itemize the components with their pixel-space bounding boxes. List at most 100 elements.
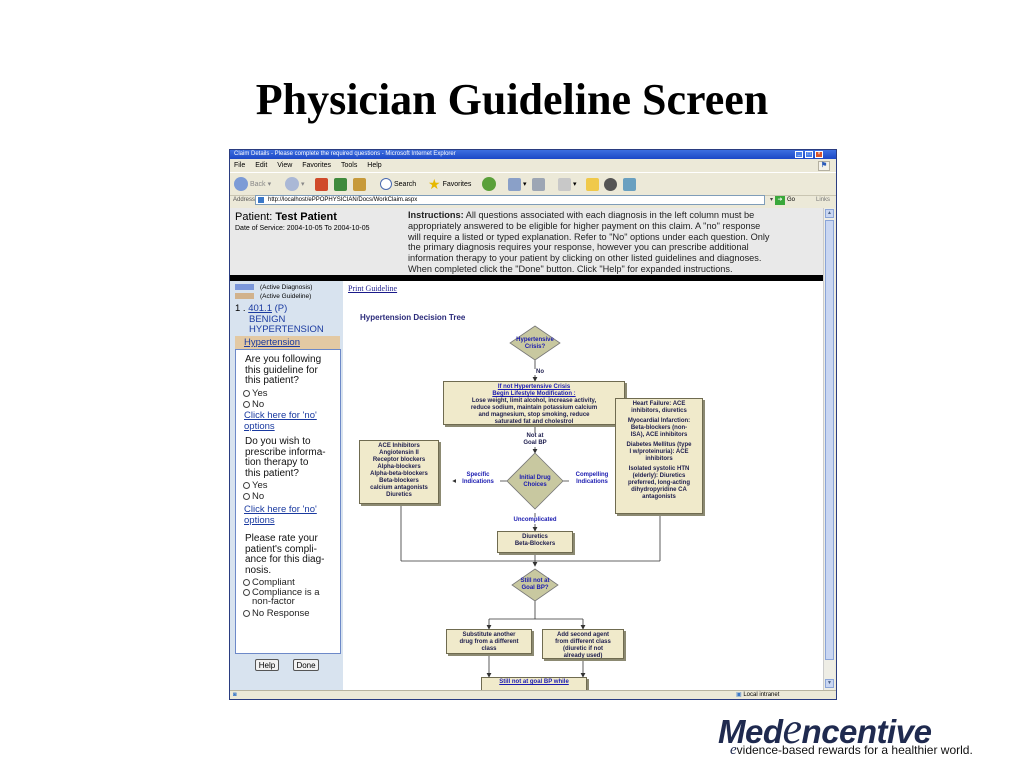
- legend-diagnosis-swatch: [235, 284, 254, 291]
- add-second-line1: Add second agent: [556, 632, 609, 638]
- specific-item: calcium antagonists: [370, 485, 428, 491]
- vertical-scrollbar[interactable]: ▲ ▼: [823, 208, 835, 690]
- print-guideline-link[interactable]: Print Guideline: [348, 284, 398, 293]
- scroll-down-icon[interactable]: ▼: [825, 679, 834, 688]
- messenger-button[interactable]: [604, 176, 617, 192]
- diagnosis-code-link[interactable]: 401.1: [248, 303, 272, 314]
- intranet-zone: ▣ Local intranet: [736, 691, 780, 699]
- radio-circle-icon: [243, 389, 250, 397]
- refresh-button[interactable]: [334, 176, 347, 192]
- home-button[interactable]: [353, 176, 366, 192]
- q1-yes-radio[interactable]: Yes: [243, 388, 268, 399]
- compliant-radio[interactable]: Compliant: [243, 577, 295, 588]
- folder-button[interactable]: [586, 176, 599, 192]
- menu-help[interactable]: Help: [367, 162, 382, 169]
- links-button[interactable]: Links: [816, 197, 831, 203]
- history-button[interactable]: [482, 176, 496, 192]
- q1-no-radio[interactable]: No: [243, 399, 264, 410]
- help-button[interactable]: Help: [255, 659, 279, 671]
- menu-favorites[interactable]: Favorites: [302, 162, 332, 169]
- browser-titlebar: Claim Details - Please complete the requ…: [230, 150, 836, 159]
- lifestyle-box[interactable]: If not Hypertensive Crisis Begin Lifesty…: [443, 381, 625, 425]
- question-box: Are you following this guideline for thi…: [235, 349, 341, 654]
- scroll-up-icon[interactable]: ▲: [825, 209, 834, 218]
- diagnosis-entry: 1 . 401.1 (P) BENIGN HYPERTENSION: [235, 303, 340, 336]
- q1-no-options-line2: options: [244, 420, 275, 432]
- q2-no-options-link[interactable]: Click here for 'no' options: [244, 504, 317, 526]
- noresponse-radio[interactable]: No Response: [243, 608, 310, 619]
- still-not-at-goal-box[interactable]: Still not at goal BP while: [481, 677, 587, 690]
- initial-drug-diamond[interactable]: [506, 452, 564, 510]
- q1-no-options-link[interactable]: Click here for 'no' options: [244, 410, 317, 432]
- edit-button[interactable]: ▾: [558, 176, 577, 192]
- refresh-icon: [334, 177, 347, 191]
- compelling-item: antagonists: [642, 494, 676, 500]
- crisis-diamond[interactable]: [509, 325, 561, 361]
- scroll-thumb[interactable]: [825, 220, 834, 660]
- specific-indications-box[interactable]: ACE Inhibitors Angiotensin II Receptor b…: [359, 440, 439, 504]
- forward-arrow-icon: [285, 177, 299, 191]
- add-second-line3: (diuretic if not: [563, 646, 603, 652]
- decision-tree-title: Hypertension Decision Tree: [360, 313, 466, 322]
- patient-label: Patient:: [235, 211, 273, 223]
- done-button[interactable]: Done: [293, 659, 319, 671]
- crisis-label-line2: Crisis?: [524, 344, 546, 350]
- back-button[interactable]: Back ▾: [234, 176, 271, 192]
- lifestyle-line4: reduce sodium, maintain potassium calciu…: [470, 405, 598, 411]
- question-compliance-line2: patient's compli-: [245, 543, 317, 555]
- still-not-line2: Goal BP?: [521, 585, 549, 591]
- logo-rest: ncentive: [801, 713, 932, 750]
- uncomplicated-label[interactable]: Uncomplicated: [505, 517, 565, 524]
- specific-line2: Indications: [462, 479, 494, 485]
- favorites-button[interactable]: ★ Favorites: [428, 176, 471, 192]
- q2-yes-radio[interactable]: Yes: [243, 480, 268, 491]
- still-not-at-goal-diamond[interactable]: [511, 568, 559, 602]
- compelling-item: Beta-blockers (non-: [630, 425, 688, 431]
- mail-dropdown-icon: ▾: [523, 181, 527, 188]
- claim-header: Patient: Test Patient Date of Service: 2…: [230, 208, 823, 275]
- q2-no-radio[interactable]: No: [243, 491, 264, 502]
- question-prescribe-line1: Do you wish to: [245, 436, 311, 447]
- menu-edit[interactable]: Edit: [255, 162, 268, 169]
- diuretics-box[interactable]: Diuretics Beta-Blockers: [497, 531, 573, 553]
- compelling-item: (elderly): Diuretics: [632, 473, 686, 479]
- address-input[interactable]: http://localhost/ePPOPHYSICIAN/Docs/Work…: [255, 195, 765, 205]
- address-url: http://localhost/ePPOPHYSICIAN/Docs/Work…: [268, 197, 418, 203]
- radio-circle-icon: [243, 588, 250, 596]
- radio-circle-icon: [243, 400, 250, 408]
- mail-button[interactable]: ▾: [508, 176, 527, 192]
- close-icon[interactable]: ×: [815, 151, 823, 158]
- go-button[interactable]: ▾ ➜ Go: [770, 195, 795, 206]
- search-button[interactable]: Search: [380, 176, 416, 192]
- radio-circle-icon: [243, 492, 250, 500]
- menu-view[interactable]: View: [277, 162, 293, 169]
- compelling-indications-box[interactable]: Heart Failure: ACE inhibitors, diuretics…: [615, 398, 703, 514]
- guideline-link[interactable]: Hypertension: [244, 337, 300, 348]
- q1-no-options-line1: Click here for 'no': [244, 410, 317, 421]
- menu-file[interactable]: File: [234, 162, 246, 169]
- minimize-icon[interactable]: _: [795, 151, 803, 158]
- radio-circle-icon: [243, 578, 250, 586]
- research-button[interactable]: [623, 176, 636, 192]
- menu-tools[interactable]: Tools: [341, 162, 358, 169]
- status-text: Local intranet: [743, 692, 780, 698]
- question-following-line2: this guideline for: [245, 364, 318, 376]
- question-compliance-line3: ance for this diag-: [245, 554, 325, 565]
- print-button[interactable]: [532, 176, 545, 192]
- maximize-icon[interactable]: □: [805, 151, 813, 158]
- question-compliance-line1: Please rate your: [245, 533, 318, 544]
- forward-button[interactable]: ▾: [285, 176, 305, 192]
- home-icon: [353, 177, 366, 191]
- guideline-panel: Print Guideline Hypertension Decision Tr…: [343, 281, 823, 690]
- add-second-agent-box[interactable]: Add second agent from different class (d…: [542, 629, 624, 659]
- instructions-line6: When completed click the "Done" button. …: [408, 263, 733, 274]
- stop-button[interactable]: [315, 176, 328, 192]
- substitute-drug-box[interactable]: Substitute another drug from a different…: [446, 629, 532, 654]
- medencentive-logo: Medencentive: [718, 703, 932, 754]
